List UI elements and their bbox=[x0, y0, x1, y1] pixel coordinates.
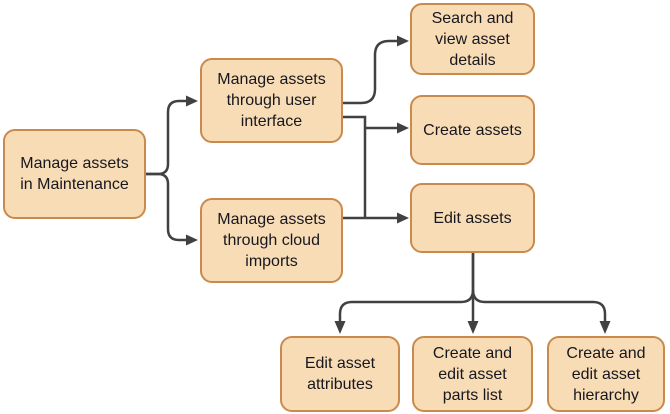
arrowhead-ui-search bbox=[397, 35, 409, 47]
node-manage-assets-through-cloud-imports: Manage assets through cloud imports bbox=[200, 198, 343, 283]
arrowhead-root-cloud bbox=[186, 234, 198, 246]
node-manage-assets-in-maintenance: Manage assets in Maintenance bbox=[3, 129, 146, 219]
arrowhead-cloud-edit bbox=[397, 212, 409, 224]
edge-ui-trunk bbox=[343, 115, 367, 218]
arrowhead-ui-create bbox=[397, 122, 409, 134]
node-edit-assets: Edit assets bbox=[410, 183, 535, 253]
arrowhead-edit-attrs bbox=[334, 321, 346, 334]
node-label: Manage assets through user interface bbox=[217, 71, 326, 130]
edge-ui-search bbox=[343, 39, 398, 105]
node-label: Edit asset attributes bbox=[304, 355, 376, 393]
node-search-and-view-asset-details: Search and view asset details bbox=[410, 3, 535, 75]
node-label: Manage assets through cloud imports bbox=[217, 211, 326, 270]
edge-root-ui bbox=[146, 99, 187, 176]
node-label: Create and edit asset hierarchy bbox=[566, 344, 646, 404]
node-label: Manage assets in Maintenance bbox=[20, 155, 129, 193]
node-create-and-edit-asset-hierarchy: Create and edit asset hierarchy bbox=[547, 336, 665, 412]
node-manage-assets-through-user-interface: Manage assets through user interface bbox=[200, 58, 343, 143]
node-label: Create and edit asset parts list bbox=[432, 344, 513, 404]
node-label: Search and view asset details bbox=[431, 9, 514, 69]
edge-edit-hier bbox=[471, 289, 607, 322]
node-edit-asset-attributes: Edit asset attributes bbox=[280, 336, 400, 412]
node-label: Edit assets bbox=[433, 209, 512, 227]
edge-edit-attrs bbox=[338, 253, 475, 322]
arrowhead-edit-parts bbox=[467, 321, 479, 334]
arrowhead-root-ui bbox=[186, 95, 198, 107]
node-create-assets: Create assets bbox=[410, 95, 535, 165]
node-create-and-edit-asset-parts-list: Create and edit asset parts list bbox=[412, 336, 533, 412]
node-label: Create assets bbox=[423, 121, 522, 139]
edge-root-cloud bbox=[146, 172, 187, 242]
arrowhead-edit-hier bbox=[599, 321, 611, 334]
